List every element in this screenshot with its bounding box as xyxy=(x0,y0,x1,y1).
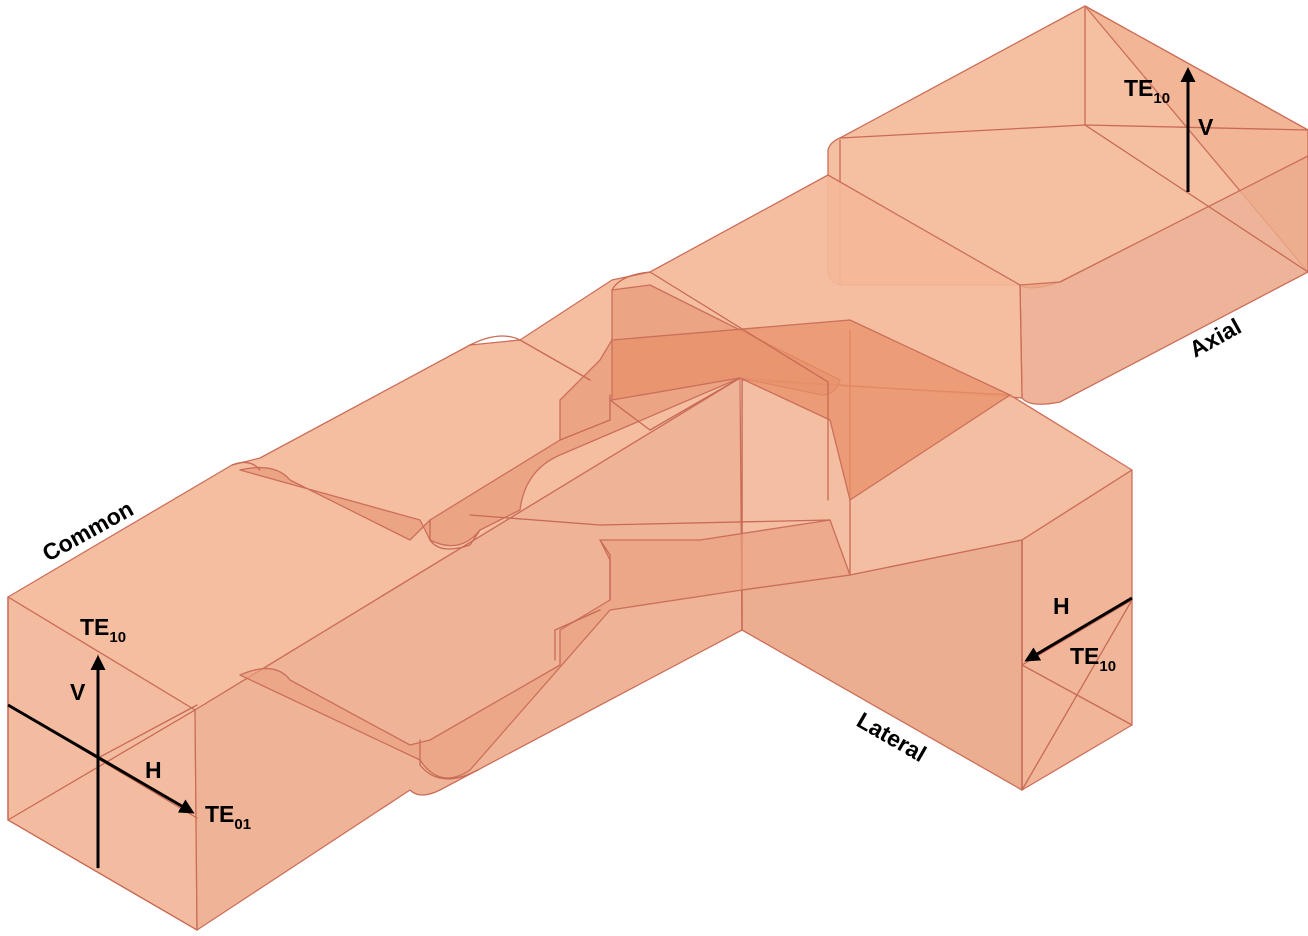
common-v-label: V xyxy=(70,679,86,705)
common-side-face xyxy=(194,377,743,931)
axial-side-face xyxy=(1019,155,1308,405)
common-h-arrow xyxy=(7,703,195,814)
common-mode-h: TE01 xyxy=(205,801,251,833)
internal-steps xyxy=(231,271,1011,780)
lateral-h-label: H xyxy=(1053,593,1070,619)
common-h-label: H xyxy=(145,757,162,783)
lateral-h-arrow xyxy=(1024,596,1133,662)
axial-v-label: V xyxy=(1198,114,1214,140)
axial-port-modes: TE10 V xyxy=(1124,67,1214,192)
lateral-mode: TE10 xyxy=(1070,643,1116,675)
common-port-modes: TE10 V H TE01 xyxy=(7,614,251,868)
septum xyxy=(611,319,1011,501)
lower-step xyxy=(239,519,851,779)
common-mode-v: TE10 xyxy=(80,614,126,646)
lateral-port-modes: H TE10 xyxy=(1024,593,1133,675)
axial-mode: TE10 xyxy=(1124,75,1170,107)
